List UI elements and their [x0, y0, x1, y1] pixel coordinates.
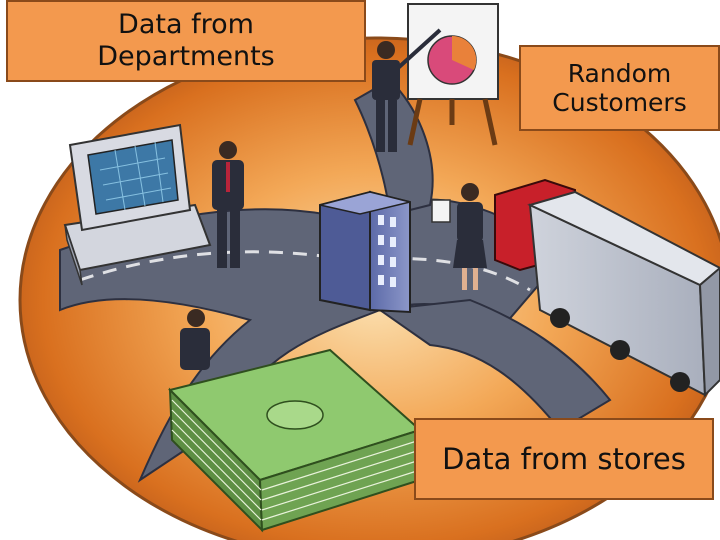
- money-stack-icon: [168, 348, 422, 533]
- delivery-truck-icon: [494, 178, 720, 398]
- businessman-icon: [212, 141, 244, 268]
- businessman-icon: [372, 28, 442, 152]
- presentation-easel-icon: [407, 3, 499, 146]
- label-random-customers: Random Customers: [519, 45, 720, 131]
- computer-icon: [63, 123, 212, 286]
- label-customers-text: Random Customers: [552, 58, 687, 118]
- businessman-icon: [180, 309, 210, 370]
- businesswoman-icon: [431, 183, 487, 290]
- label-departments-text: Data from Departments: [97, 9, 275, 72]
- office-building-icon: [319, 190, 411, 314]
- label-stores-text: Data from stores: [442, 441, 686, 476]
- label-data-from-departments: Data from Departments: [6, 0, 366, 82]
- label-data-from-stores: Data from stores: [414, 418, 714, 500]
